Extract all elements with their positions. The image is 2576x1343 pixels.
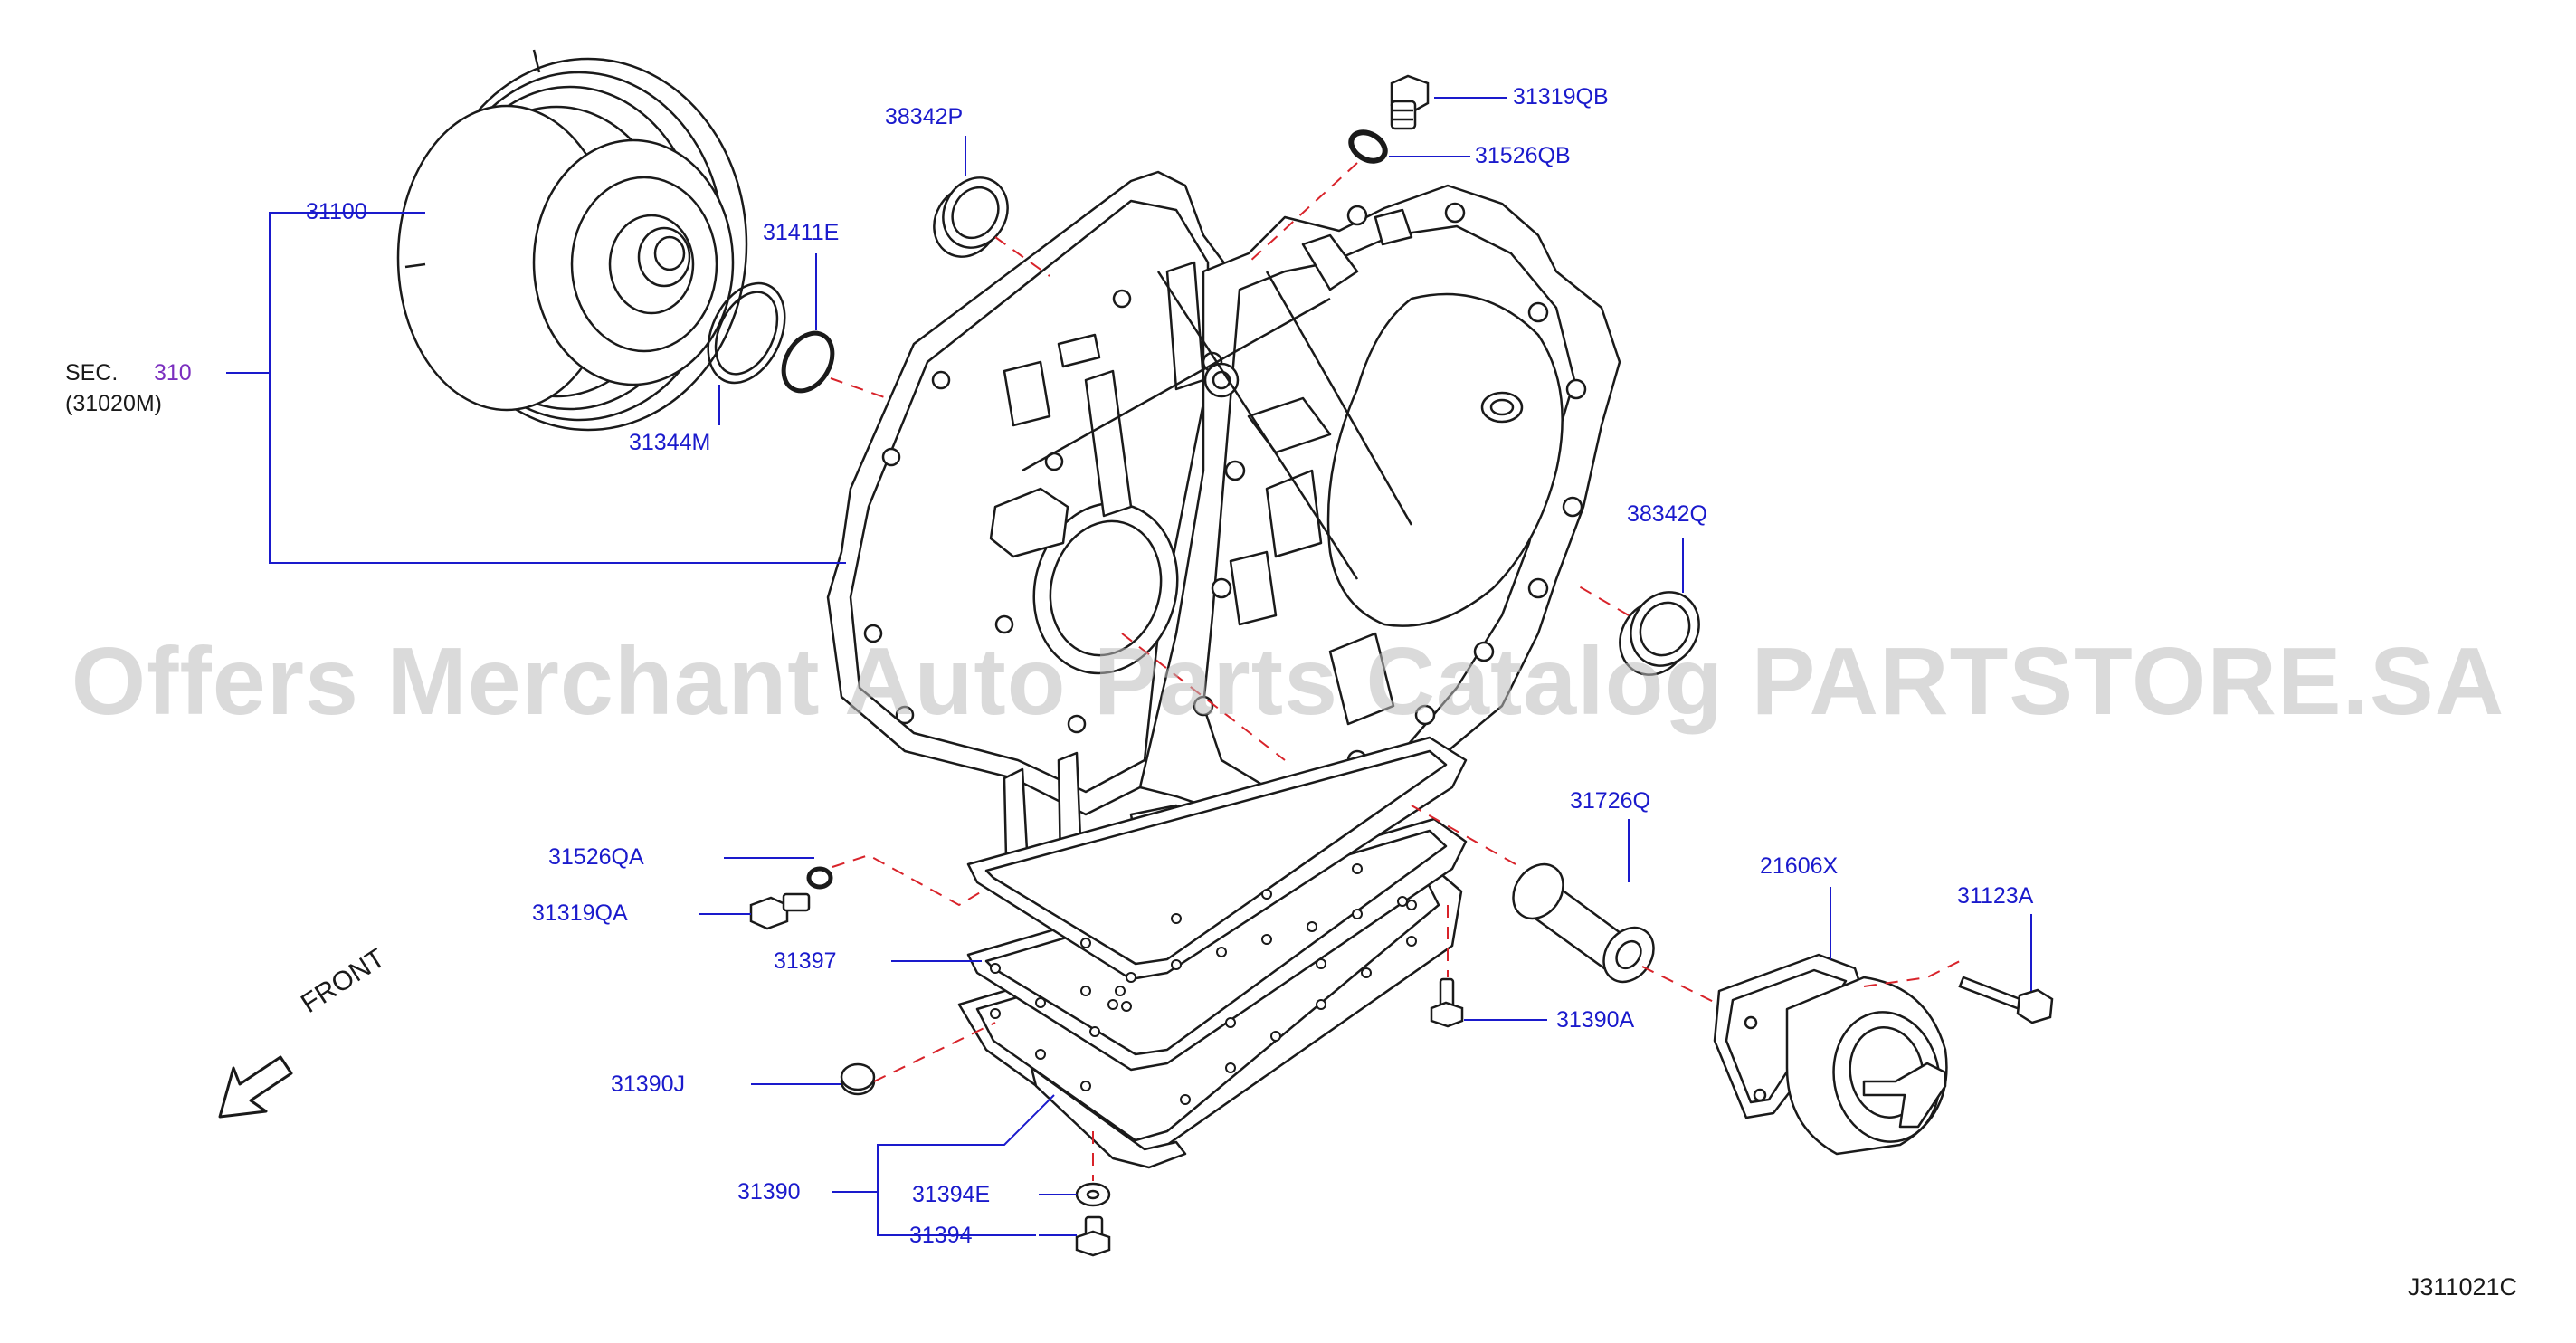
dashed-assembly-lines <box>830 162 1964 1181</box>
part-label-31390[interactable]: 31390 <box>737 1179 801 1205</box>
washer-31394e-drawing <box>1075 1182 1111 1207</box>
seal-38342p-drawing <box>933 176 1009 258</box>
seal-31344m-drawing <box>707 281 786 385</box>
bolt-31390a-drawing <box>1430 977 1464 1028</box>
torque-converter-drawing <box>396 49 748 432</box>
part-label-38342q[interactable]: 38342Q <box>1627 501 1707 527</box>
part-label-31394[interactable]: 31394 <box>909 1223 973 1248</box>
part-label-31100[interactable]: 31100 <box>306 199 367 224</box>
part-label-31397[interactable]: 31397 <box>774 948 837 974</box>
part-label-21606x[interactable]: 21606X <box>1760 853 1839 879</box>
part-label-38342p[interactable]: 38342P <box>885 104 964 129</box>
part-label-31319qa[interactable]: 31319QA <box>532 900 628 926</box>
part-label-31726q[interactable]: 31726Q <box>1570 788 1650 814</box>
section-ref-prefix: SEC. <box>65 360 119 386</box>
transmission-case-drawing <box>826 170 1621 915</box>
part-label-31526qa[interactable]: 31526QA <box>548 844 644 870</box>
o-ring-31526qa-drawing <box>806 866 833 890</box>
part-label-31394e[interactable]: 31394E <box>912 1182 991 1207</box>
oil-cooler-21606x-drawing <box>1713 953 1948 1156</box>
bolt-31319qb-drawing <box>1390 74 1430 130</box>
part-label-31411e[interactable]: 31411E <box>763 220 840 245</box>
part-label-31526qb[interactable]: 31526QB <box>1475 143 1571 168</box>
part-label-31390a[interactable]: 31390A <box>1556 1007 1635 1033</box>
front-arrow-icon <box>218 1055 293 1119</box>
diagram-code: J311021C <box>2407 1273 2517 1300</box>
part-label-31319qb[interactable]: 31319QB <box>1513 84 1609 110</box>
oil-pan-drawing <box>957 736 1468 1169</box>
bolt-31319qa-drawing <box>749 892 811 930</box>
pan-bolt-holes <box>990 863 1417 1105</box>
o-ring-31411e-drawing <box>781 330 835 394</box>
washer-31390j-drawing <box>840 1062 876 1096</box>
bolt-31123a-drawing <box>1958 976 2054 1024</box>
part-label-31123a[interactable]: 31123A <box>1957 883 2034 909</box>
leader-lines <box>226 97 2032 1236</box>
seal-38342q-drawing <box>1619 591 1700 676</box>
o-ring-31526qb-drawing <box>1348 129 1388 164</box>
section-ref-sub: (31020M) <box>65 391 162 416</box>
section-ref-number[interactable]: 310 <box>154 360 192 386</box>
watermark-text: Offers Merchant Auto Parts Catalog PARTS… <box>71 628 2505 735</box>
part-label-31390j[interactable]: 31390J <box>611 1072 686 1097</box>
part-label-31344m[interactable]: 31344M <box>629 430 711 455</box>
filter-31726q-drawing <box>1512 862 1655 984</box>
drain-plug-31394-drawing <box>1075 1215 1111 1257</box>
